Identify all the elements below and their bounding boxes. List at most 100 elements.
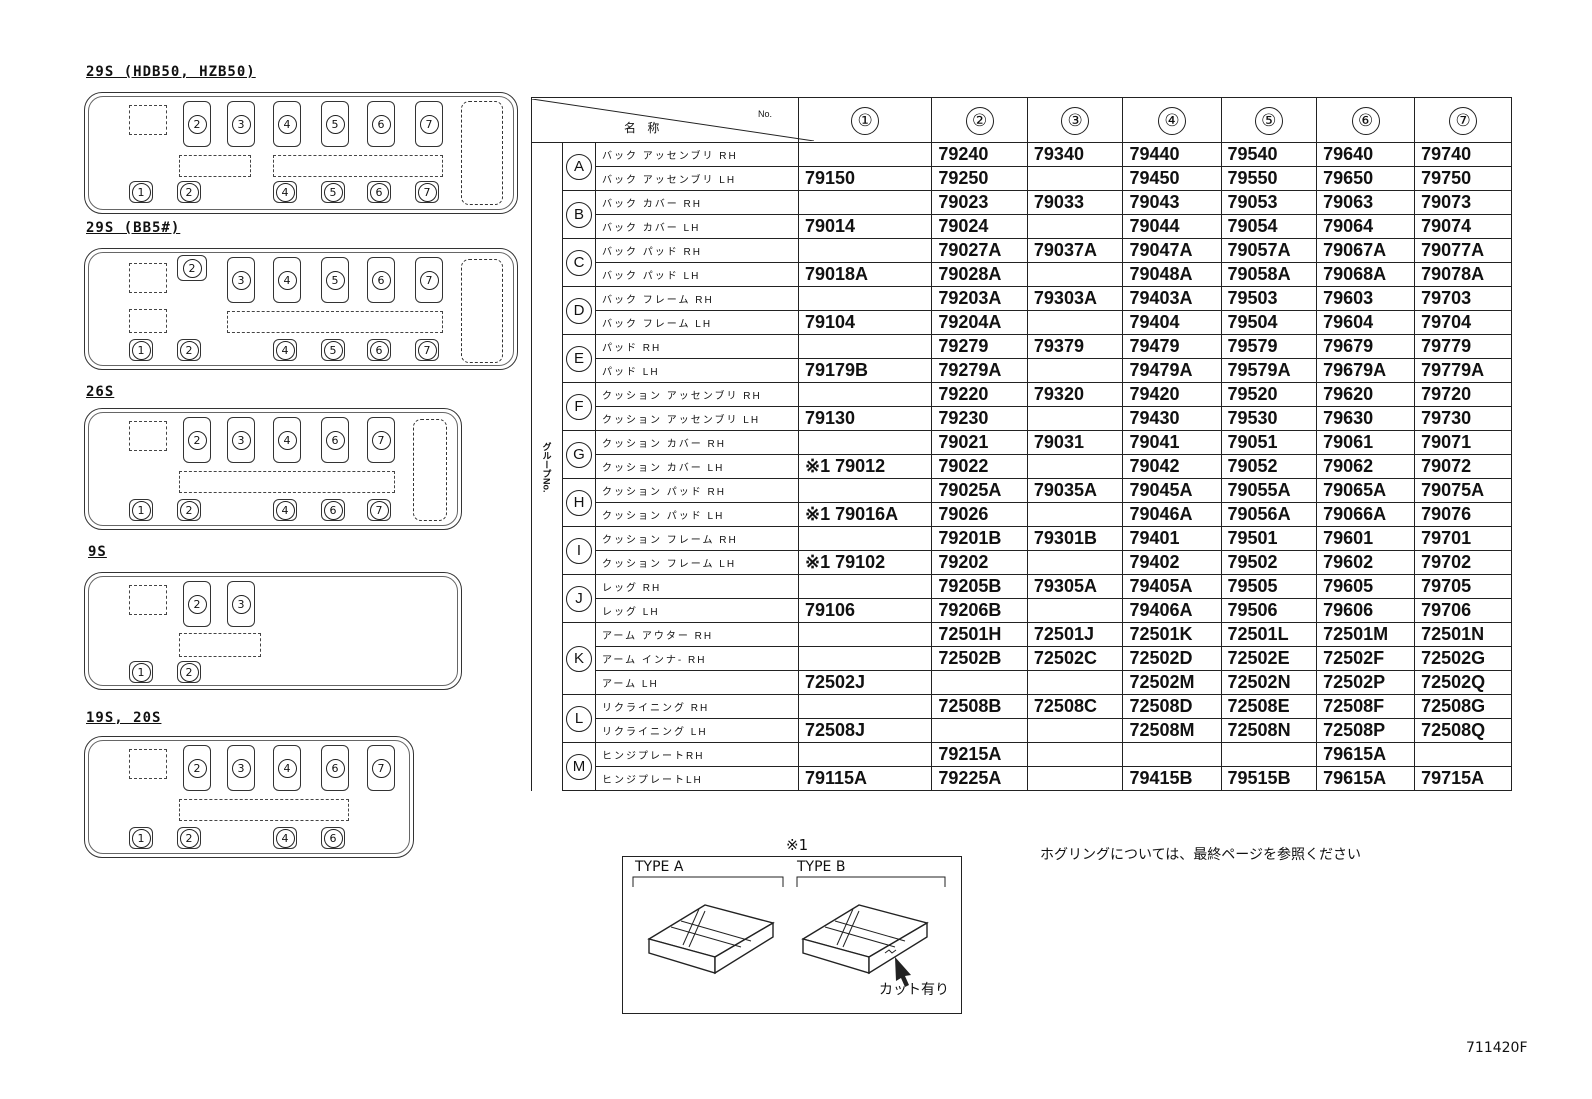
part-number-cell [931,718,1028,743]
seat-1: 1 [129,181,153,203]
part-name: パッド LH [595,358,799,383]
seat-4: 4 [273,101,301,147]
part-number-cell: 79750 [1414,166,1512,191]
part-name: バック フレーム RH [595,286,799,311]
part-number-cell: 79402 [1122,550,1222,575]
part-number-cell: 72502F [1316,646,1416,671]
part-number-cell [797,694,933,719]
part-number-cell: 79014 [797,214,933,239]
layout-title: 29S (HDB50, HZB50) [86,64,256,80]
part-number-cell: 79605 [1316,574,1416,599]
part-number-cell: 79505 [1220,574,1318,599]
group-letter: L [562,694,596,743]
part-number-cell: 79051 [1220,430,1318,455]
part-number-cell: 79045A [1122,478,1222,503]
part-number-cell: 79501 [1220,526,1318,551]
part-number-cell: 72508N [1220,718,1318,743]
part-number-cell: 79679 [1316,334,1416,359]
col-header: ⑥ [1316,97,1416,143]
part-number-cell [1026,742,1124,767]
part-number-cell: 72502G [1414,646,1512,671]
part-number-cell: ※1 79012 [797,454,933,479]
part-number-cell: 79054 [1220,214,1318,239]
table-header-row: 名 称 No. ① ② ③ ④ ⑤ ⑥ ⑦ [531,97,1512,143]
part-number-cell: 79779A [1414,358,1512,383]
part-number-cell: 79077A [1414,238,1512,263]
part-number-cell [1026,550,1124,575]
part-number-cell [931,670,1028,695]
part-number-cell: 79033 [1026,190,1124,215]
part-number-cell: 79240 [931,142,1028,167]
part-number-cell: 79779 [1414,334,1512,359]
part-number-cell [1220,742,1318,767]
part-name: リクライニング LH [595,718,799,743]
group-letter: H [562,478,596,527]
part-number-cell [797,742,933,767]
part-number-cell: 79201B [931,526,1028,551]
part-number-cell [1026,358,1124,383]
part-number-cell: 72502N [1220,670,1318,695]
part-number-cell [1026,262,1124,287]
part-name: バック フレーム LH [595,310,799,335]
part-number-cell: 79540 [1220,142,1318,167]
part-number-cell: 72508P [1316,718,1416,743]
part-number-cell: 72501K [1122,622,1222,647]
part-name: クッション アッセンブリ RH [595,382,799,407]
part-number-cell: 79279A [931,358,1028,383]
part-number-cell [797,142,933,167]
cushion-illustration-icon [632,876,946,987]
bus-outline: 2 3 4 5 6 7 1 2 4 5 6 7 [84,248,518,370]
part-number-cell: 79230 [931,406,1028,431]
part-number-cell: 79061 [1316,430,1416,455]
part-number-cell: 79704 [1414,310,1512,335]
part-number-cell: 79706 [1414,598,1512,623]
part-number-cell: 72508J [797,718,933,743]
part-number-cell: 72502Q [1414,670,1512,695]
group-letter: M [562,742,596,791]
part-number-cell: 72508C [1026,694,1124,719]
part-number-cell: 79379 [1026,334,1124,359]
group-letter: I [562,526,596,575]
part-name: ヒンジプレートLH [595,766,799,791]
part-number-cell: 79066A [1316,502,1416,527]
part-number-cell: 79430 [1122,406,1222,431]
part-number-cell: 79702 [1414,550,1512,575]
group-letter: D [562,286,596,335]
group-letter: A [562,142,596,191]
part-name: バック アッセンブリ RH [595,142,799,167]
part-number-cell: 79048A [1122,262,1222,287]
part-number-cell [1026,718,1124,743]
part-number-cell: 79579A [1220,358,1318,383]
part-number-cell: 79074 [1414,214,1512,239]
part-number-cell: ※1 79016A [797,502,933,527]
part-number-cell: 79250 [931,166,1028,191]
part-number-cell: 79150 [797,166,933,191]
part-number-cell: 72508D [1122,694,1222,719]
part-number-cell: 79025A [931,478,1028,503]
part-number-cell: 79035A [1026,478,1124,503]
part-number-cell: 79703 [1414,286,1512,311]
part-name: クッション カバー RH [595,430,799,455]
cut-label: カット有り [879,982,949,998]
part-number-cell [1414,742,1512,767]
part-number-cell: 79415B [1122,766,1222,791]
note-mark: ※1 [786,836,809,854]
part-name: クッション パッド RH [595,478,799,503]
part-number-cell: 79303A [1026,286,1124,311]
group-letter: B [562,190,596,239]
bus-outline: 2 3 4 6 7 1 2 4 6 7 [84,408,462,530]
group-letter: J [562,574,596,623]
col-header: ① [797,97,933,143]
col-header: ④ [1122,97,1222,143]
layout-title: 9S [88,544,107,560]
